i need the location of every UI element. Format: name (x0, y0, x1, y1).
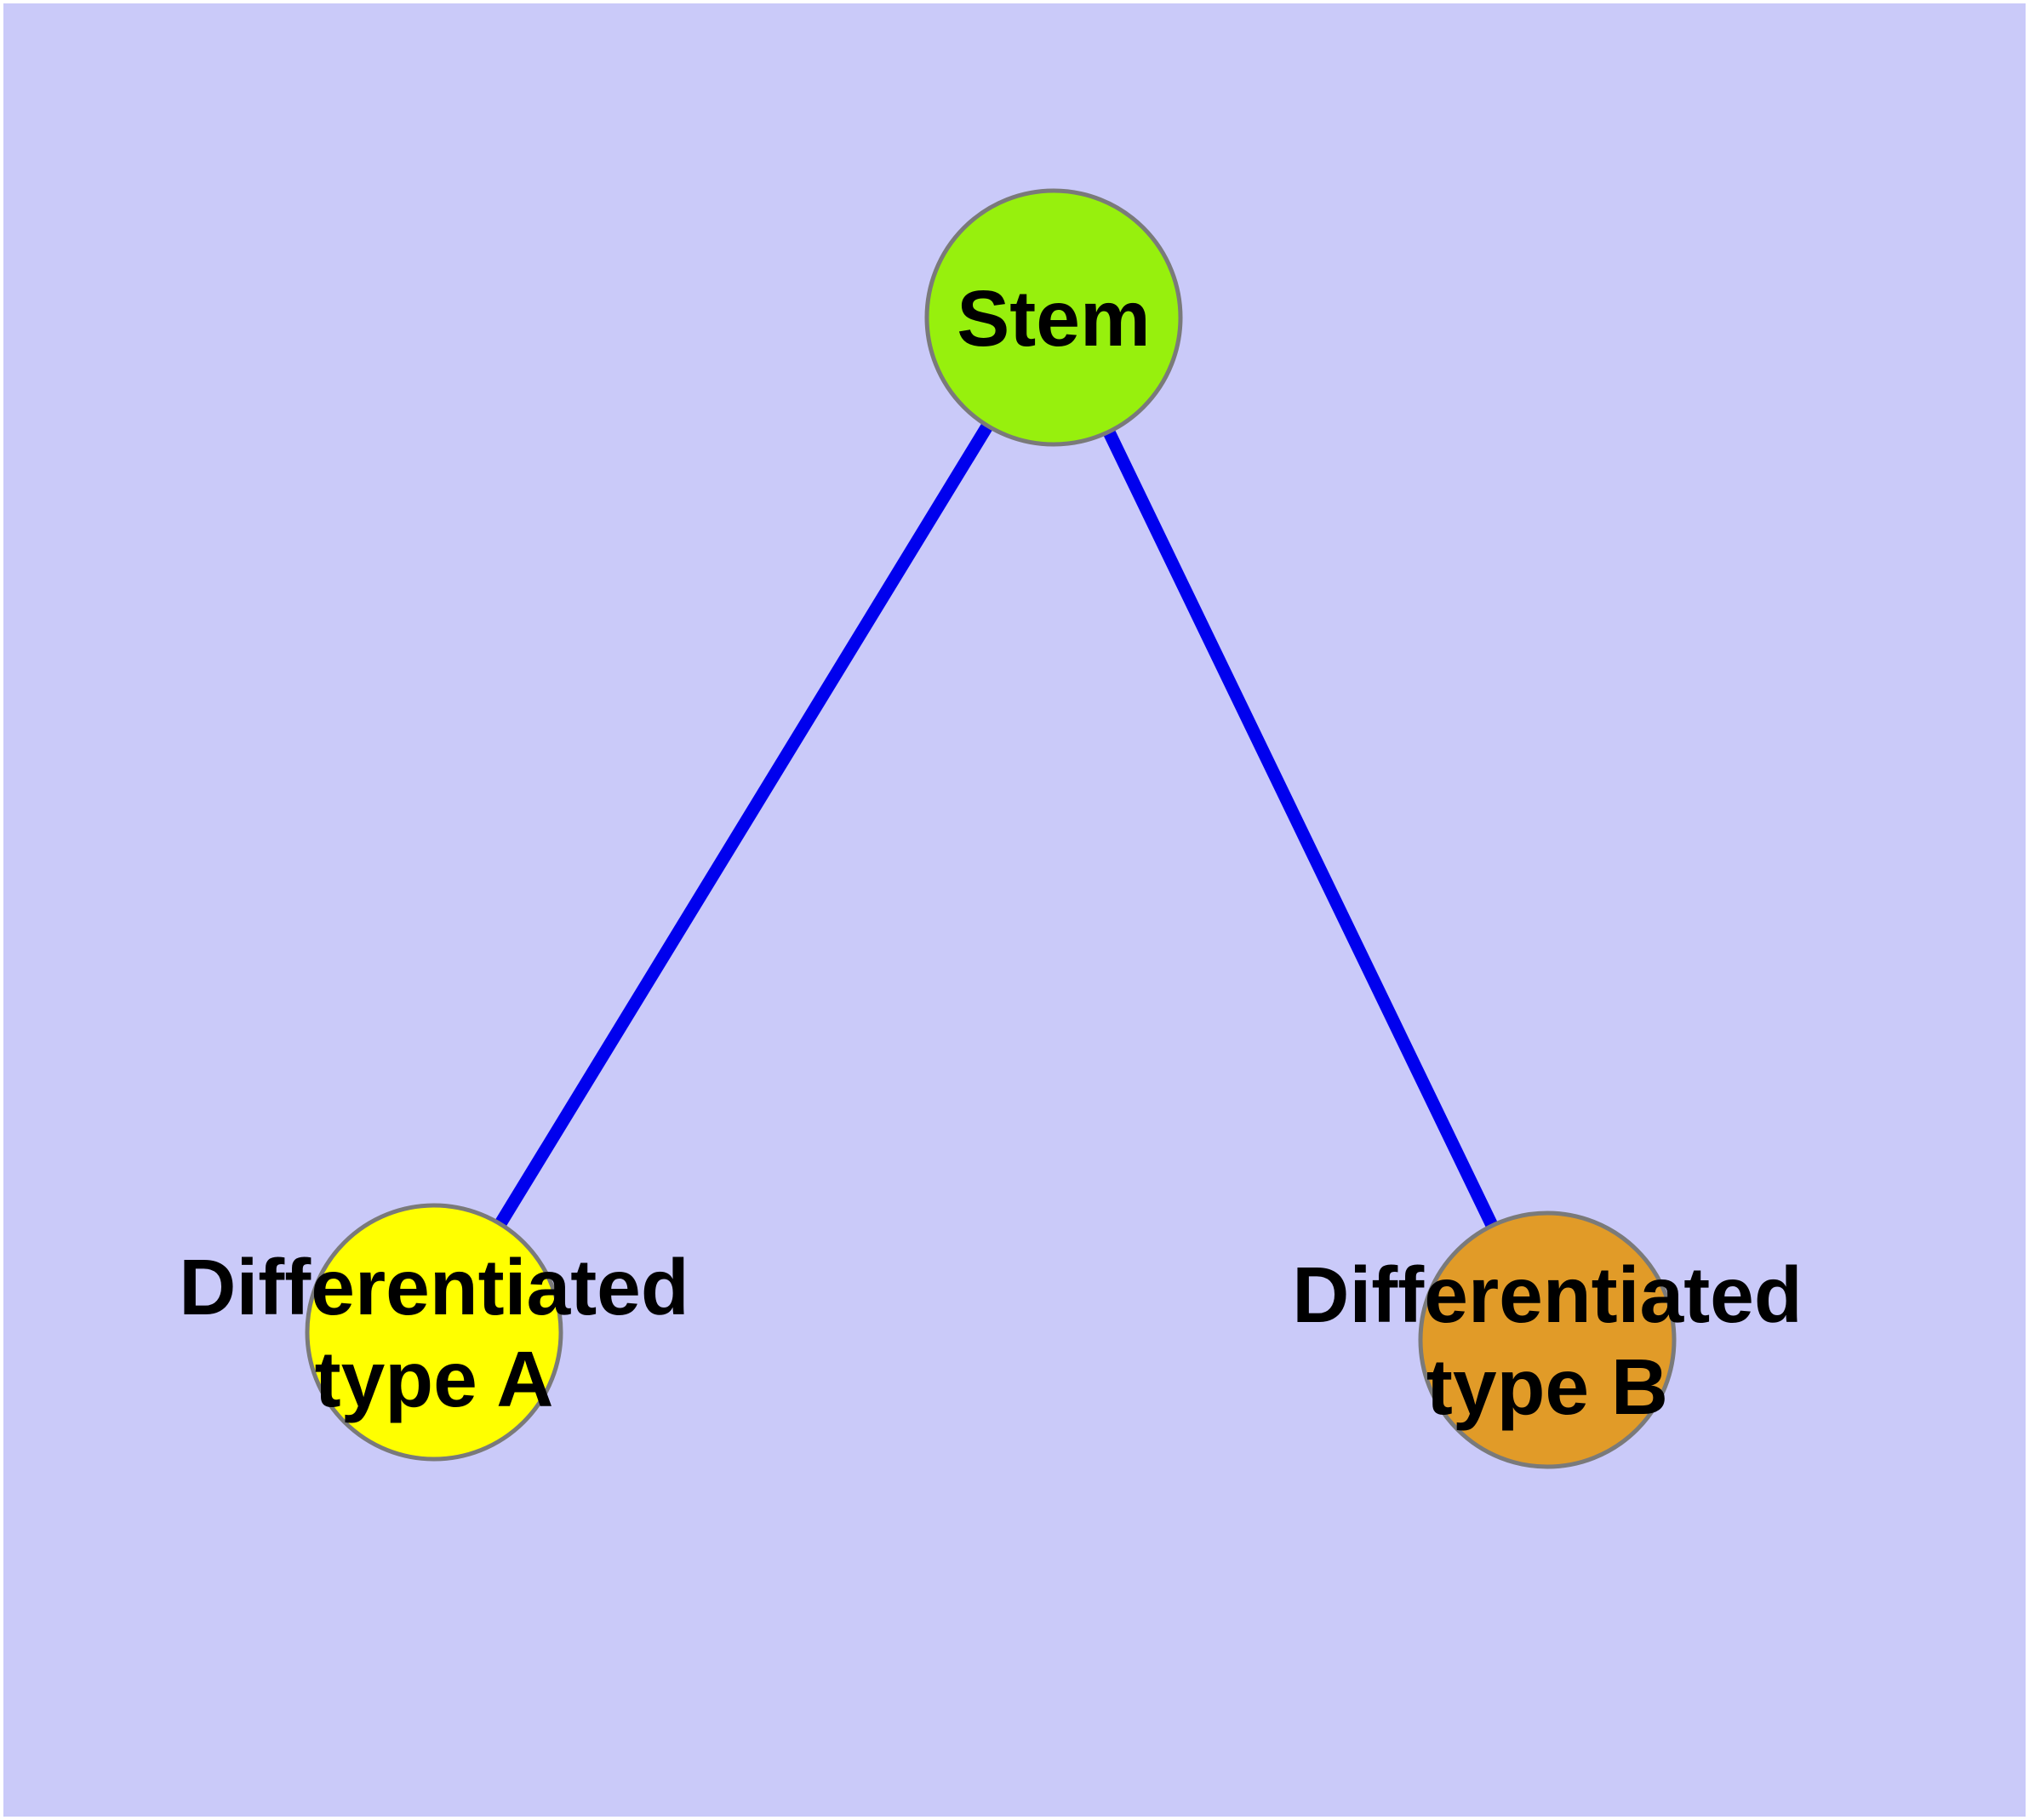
type-a-node-label-line1: Differentiated (179, 1243, 689, 1331)
node-stem: Stem (924, 188, 1183, 447)
type-b-node-circle (1418, 1210, 1677, 1469)
type-b-node-label-line1: Differentiated (1292, 1251, 1802, 1339)
stem-node-circle (924, 188, 1183, 447)
edge-stem-to-type-a (428, 314, 1060, 1336)
edge-stem-to-type-b (1048, 314, 1553, 1343)
node-differentiated-type-b: Differentiated type B (1292, 1210, 1803, 1469)
type-a-node-circle (305, 1203, 563, 1462)
stem-node-label: Stem (957, 274, 1150, 363)
node-differentiated-type-a: Differentiated type A (179, 1203, 689, 1462)
type-a-node-label-line2: type A (315, 1335, 554, 1423)
type-b-node-label-line2: type B (1426, 1342, 1668, 1431)
